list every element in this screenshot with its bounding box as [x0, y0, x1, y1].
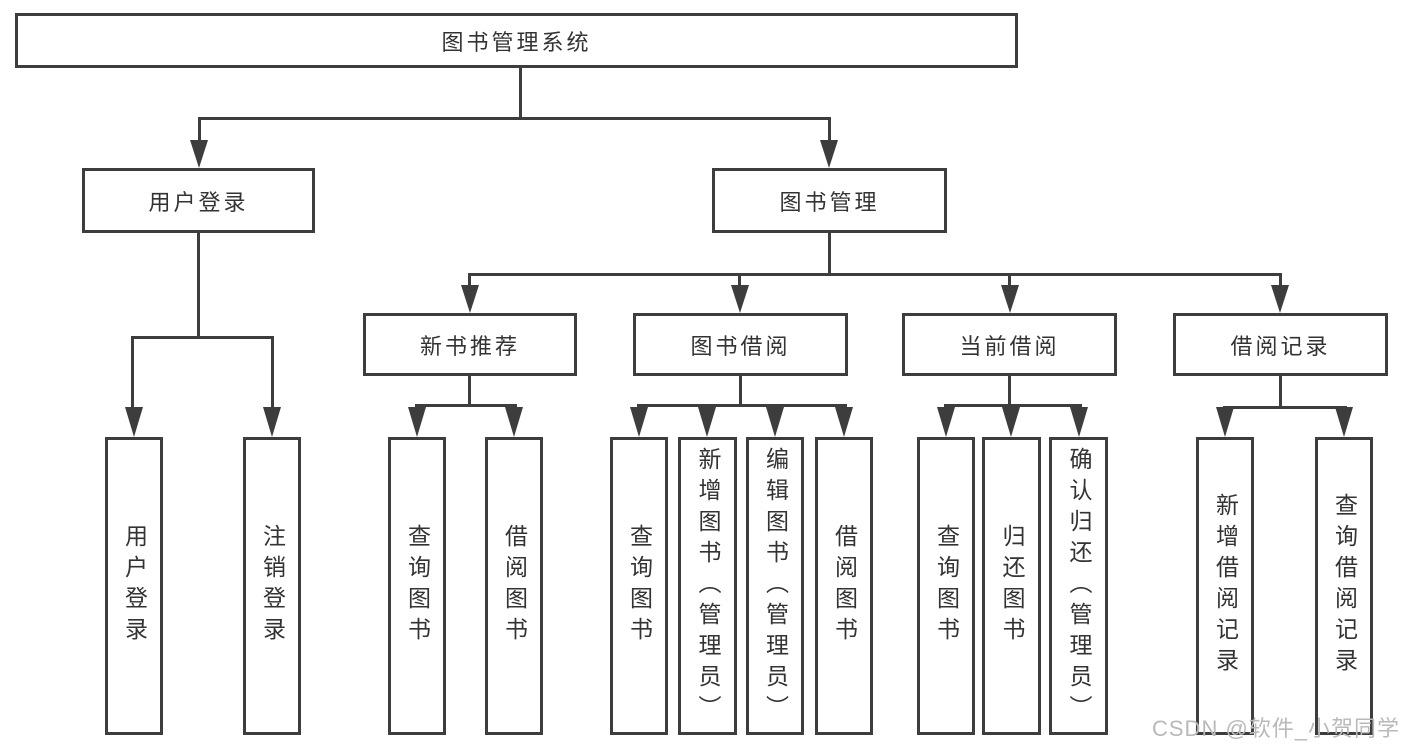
arrowhead: [505, 407, 523, 437]
arrowhead: [408, 407, 426, 437]
leaf-return-books-label: 归还图书: [999, 524, 1025, 648]
connector: [519, 68, 522, 120]
node-book-management-label: 图书管理: [779, 189, 880, 215]
node-borrowing-records: 借阅记录: [1173, 313, 1388, 376]
leaf-borrow-books-2: 借阅图书: [815, 437, 873, 735]
connector: [637, 404, 847, 407]
leaf-query-books-3-label: 查询图书: [933, 524, 960, 648]
leaf-query-books-1: 查询图书: [388, 437, 446, 735]
leaf-borrow-books-1-label: 借阅图书: [501, 524, 528, 648]
connector: [944, 404, 1082, 407]
node-current-borrowing: 当前借阅: [902, 313, 1117, 376]
arrowhead: [820, 140, 838, 168]
leaf-borrow-books-2-label: 借阅图书: [831, 524, 858, 648]
arrowhead: [190, 140, 208, 168]
leaf-return-books: 归还图书: [982, 437, 1041, 735]
node-root: 图书管理系统: [15, 13, 1018, 68]
csdn-watermark: CSDN @软件_小贺同学: [1152, 716, 1401, 741]
arrowhead: [630, 407, 648, 437]
leaf-edit-books-admin: 编辑图书（管理员）: [746, 437, 804, 735]
arrowhead: [1001, 285, 1019, 313]
node-new-book-recommend: 新书推荐: [363, 313, 577, 376]
leaf-add-books-admin: 新增图书（管理员）: [678, 437, 737, 735]
connector: [198, 117, 201, 145]
connector: [1279, 376, 1282, 409]
connector: [1008, 273, 1011, 288]
leaf-add-borrow-record-label: 新增借阅记录: [1212, 493, 1239, 679]
leaf-add-borrow-record: 新增借阅记录: [1196, 437, 1254, 735]
leaf-user-login-label: 用户登录: [121, 524, 148, 648]
arrowhead: [263, 407, 281, 437]
node-user-login: 用户登录: [82, 168, 315, 233]
arrowhead: [125, 407, 143, 437]
arrowhead: [1216, 407, 1234, 437]
node-user-login-label: 用户登录: [148, 189, 249, 215]
connector: [197, 233, 200, 339]
node-root-label: 图书管理系统: [441, 29, 592, 55]
connector: [271, 336, 274, 410]
node-current-borrowing-label: 当前借阅: [959, 333, 1060, 359]
node-book-management: 图书管理: [712, 168, 947, 233]
connector: [738, 273, 741, 288]
connector: [131, 336, 274, 339]
arrowhead: [698, 407, 716, 437]
leaf-logout: 注销登录: [243, 437, 301, 735]
connector: [468, 376, 471, 407]
leaf-edit-books-admin-label: 编辑图书（管理员）: [762, 446, 789, 726]
leaf-user-login: 用户登录: [105, 437, 163, 735]
arrowhead: [1070, 407, 1088, 437]
connector: [1279, 273, 1282, 288]
connector: [739, 376, 742, 407]
connector: [1008, 376, 1011, 407]
arrowhead: [937, 407, 955, 437]
leaf-confirm-return-admin-label: 确认归还（管理员）: [1066, 446, 1092, 726]
connector: [468, 273, 471, 288]
connector: [828, 233, 831, 276]
leaf-borrow-books-1: 借阅图书: [485, 437, 543, 735]
arrowhead: [835, 407, 853, 437]
leaf-query-books-2: 查询图书: [610, 437, 668, 735]
node-new-book-recommend-label: 新书推荐: [419, 333, 520, 359]
connector: [198, 117, 831, 120]
leaf-query-borrow-record: 查询借阅记录: [1315, 437, 1373, 735]
arrowhead: [1002, 407, 1020, 437]
leaf-query-borrow-record-label: 查询借阅记录: [1331, 493, 1358, 679]
leaf-confirm-return-admin: 确认归还（管理员）: [1049, 437, 1108, 735]
connector: [468, 273, 1282, 276]
node-book-borrowing: 图书借阅: [633, 313, 848, 376]
connector: [828, 117, 831, 145]
node-book-borrowing-label: 图书借阅: [690, 333, 791, 359]
arrowhead: [1271, 285, 1289, 313]
leaf-query-books-1-label: 查询图书: [404, 524, 431, 648]
connector: [1223, 406, 1347, 409]
connector: [131, 336, 134, 410]
leaf-logout-label: 注销登录: [259, 524, 286, 648]
arrowhead: [1335, 407, 1353, 437]
arrowhead: [461, 285, 479, 313]
leaf-query-books-2-label: 查询图书: [626, 524, 653, 648]
connector: [415, 404, 517, 407]
leaf-add-books-admin-label: 新增图书（管理员）: [695, 446, 721, 726]
leaf-query-books-3: 查询图书: [917, 437, 975, 735]
arrowhead: [731, 285, 749, 313]
arrowhead: [766, 407, 784, 437]
node-borrowing-records-label: 借阅记录: [1230, 333, 1331, 359]
